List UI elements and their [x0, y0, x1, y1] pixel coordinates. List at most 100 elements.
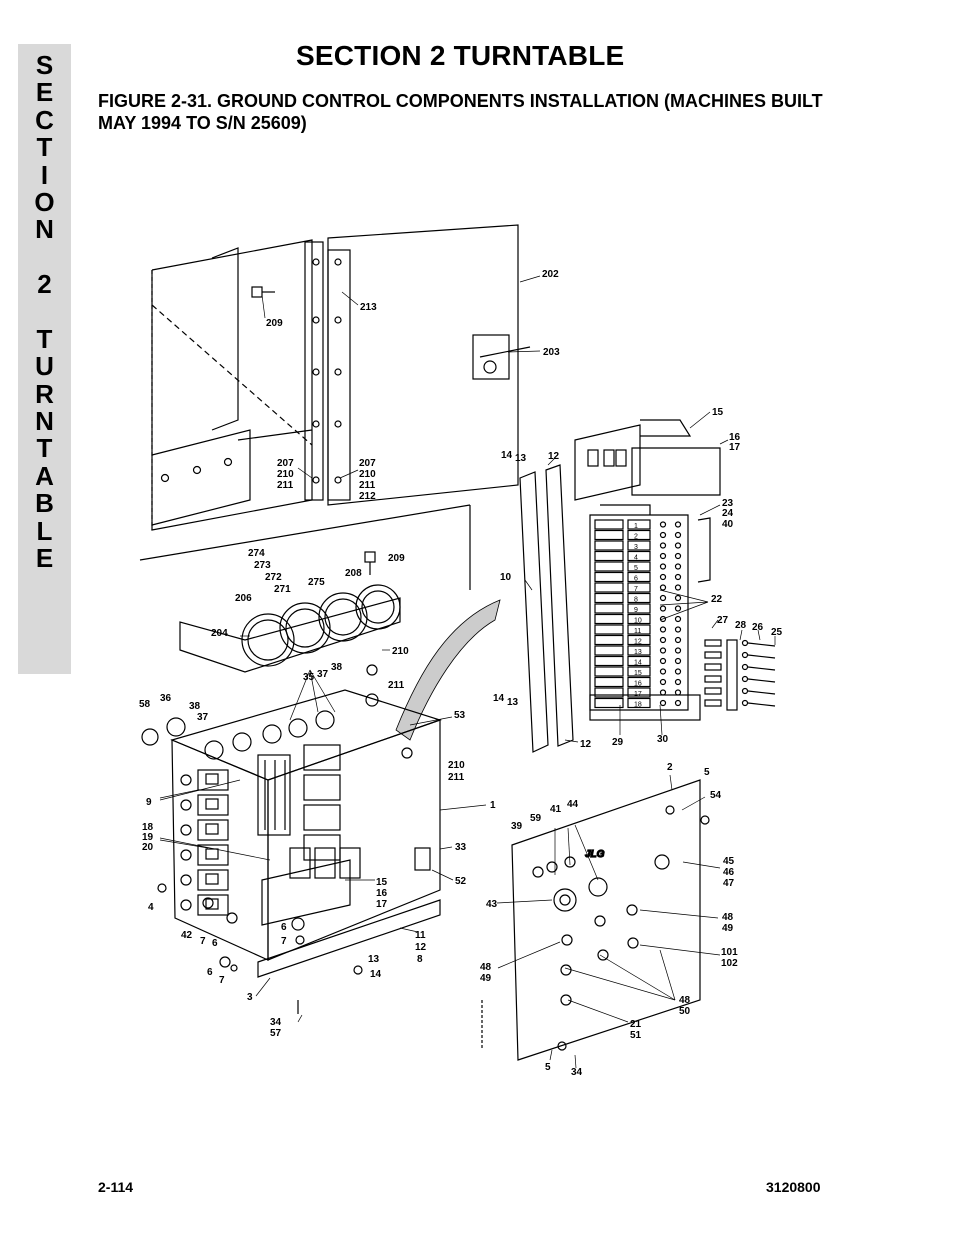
svg-text:54: 54 [710, 790, 722, 801]
terminal-screw [659, 552, 667, 560]
screw-25 [747, 666, 776, 671]
terminal-block [594, 592, 624, 604]
svg-text:206: 206 [235, 593, 252, 604]
svg-text:211: 211 [277, 480, 294, 491]
side-tab-letter: O [34, 186, 55, 217]
relay-socket [197, 794, 229, 816]
svg-text:5: 5 [545, 1062, 551, 1073]
terminal-number: 11 [634, 628, 641, 635]
section-title: SECTION 2 TURNTABLE [296, 40, 625, 71]
relay-terminal [205, 798, 219, 810]
terminal-screw [659, 605, 667, 612]
terminal-number: 10 [634, 618, 642, 625]
svg-text:17: 17 [376, 899, 388, 910]
terminal-screw [674, 626, 682, 633]
svg-text:48: 48 [480, 962, 492, 973]
terminal-screw [674, 605, 682, 612]
terminal-screw [659, 521, 667, 528]
terminal-label-plate [627, 624, 651, 635]
side-tab-letter: R [35, 378, 54, 409]
side-tab-letter: E [35, 543, 54, 574]
terminal-screw [659, 668, 667, 675]
terminal-label-plate [627, 697, 651, 709]
svg-text:209: 209 [388, 553, 405, 564]
panel-switch [627, 937, 639, 949]
svg-text:57: 57 [270, 1028, 282, 1039]
terminal-block [594, 697, 624, 709]
svg-text:33: 33 [455, 842, 467, 853]
screw-25 [747, 642, 776, 647]
relay-15 [289, 847, 311, 879]
svg-text:203: 203 [543, 347, 560, 358]
relay-mount-hole [180, 849, 192, 861]
terminal-screw [674, 584, 682, 591]
svg-text:14: 14 [370, 969, 382, 980]
terminal-number: 6 [634, 576, 638, 583]
relay-socket [197, 894, 229, 916]
terminal-number: 1 [634, 523, 638, 530]
svg-text:17: 17 [729, 442, 741, 453]
svg-text:48: 48 [679, 995, 691, 1006]
terminal-block [594, 666, 624, 677]
terminal-label-plate [627, 687, 651, 698]
control-panel-plate [511, 779, 710, 1061]
bolt-209-upper [251, 286, 275, 298]
terminal-screw [674, 542, 682, 549]
side-tab-letter: T [36, 132, 53, 163]
terminal-label-plate [627, 540, 651, 551]
terminal-screw [674, 573, 682, 581]
terminal-screw [674, 531, 682, 539]
terminal-screw [674, 594, 682, 602]
svg-text:23: 23 [722, 498, 734, 509]
side-tab-letter: I [40, 159, 49, 190]
screw-25 [747, 678, 776, 683]
side-tab-letter: L [36, 515, 53, 546]
panel-switch [532, 866, 544, 878]
svg-text:43: 43 [486, 899, 498, 910]
relay-terminal [205, 848, 219, 860]
svg-text:37: 37 [197, 712, 209, 723]
terminal-label-plate [627, 582, 651, 593]
svg-text:29: 29 [612, 737, 624, 748]
relay-module [303, 774, 341, 801]
side-tab-letter: A [35, 460, 54, 491]
svg-text:101: 101 [721, 947, 738, 958]
relay-socket [197, 869, 229, 891]
terminal-number: 18 [634, 702, 642, 709]
svg-text:11: 11 [415, 930, 426, 941]
side-tab-letter: N [35, 214, 54, 245]
terminal-label-plate [627, 666, 651, 677]
terminal-screw [659, 699, 667, 707]
panel-switch [560, 994, 572, 1006]
relay-mount-hole [180, 799, 192, 811]
terminal-label-plate [627, 571, 651, 583]
terminal-block [594, 634, 624, 646]
box-connectors [141, 710, 335, 760]
panel-switch [597, 949, 609, 961]
jumper-strip-23 [697, 517, 711, 583]
svg-text:19: 19 [142, 832, 154, 843]
svg-text:210: 210 [359, 469, 376, 480]
terminal-block [594, 624, 624, 635]
side-tab-letter: 2 [37, 269, 52, 300]
svg-text:15: 15 [712, 407, 724, 418]
terminal-screw [659, 678, 667, 686]
svg-text:211: 211 [388, 680, 405, 691]
svg-text:12: 12 [580, 739, 592, 750]
svg-text:20: 20 [142, 842, 154, 853]
terminal-number: 3 [634, 544, 638, 551]
terminal-rail-10 [519, 464, 574, 753]
terminal-screw [674, 615, 682, 623]
terminal-number: 8 [634, 597, 638, 604]
svg-text:272: 272 [265, 572, 282, 583]
svg-text:3: 3 [247, 992, 253, 1003]
box-fasteners [157, 664, 413, 1014]
svg-text:13: 13 [507, 697, 519, 708]
washer-26 [741, 675, 749, 683]
terminal-number: 15 [634, 670, 642, 677]
terminal-block [594, 519, 624, 530]
terminal-screw [659, 657, 667, 665]
terminal-screw [674, 636, 682, 644]
terminal-block [594, 529, 624, 541]
